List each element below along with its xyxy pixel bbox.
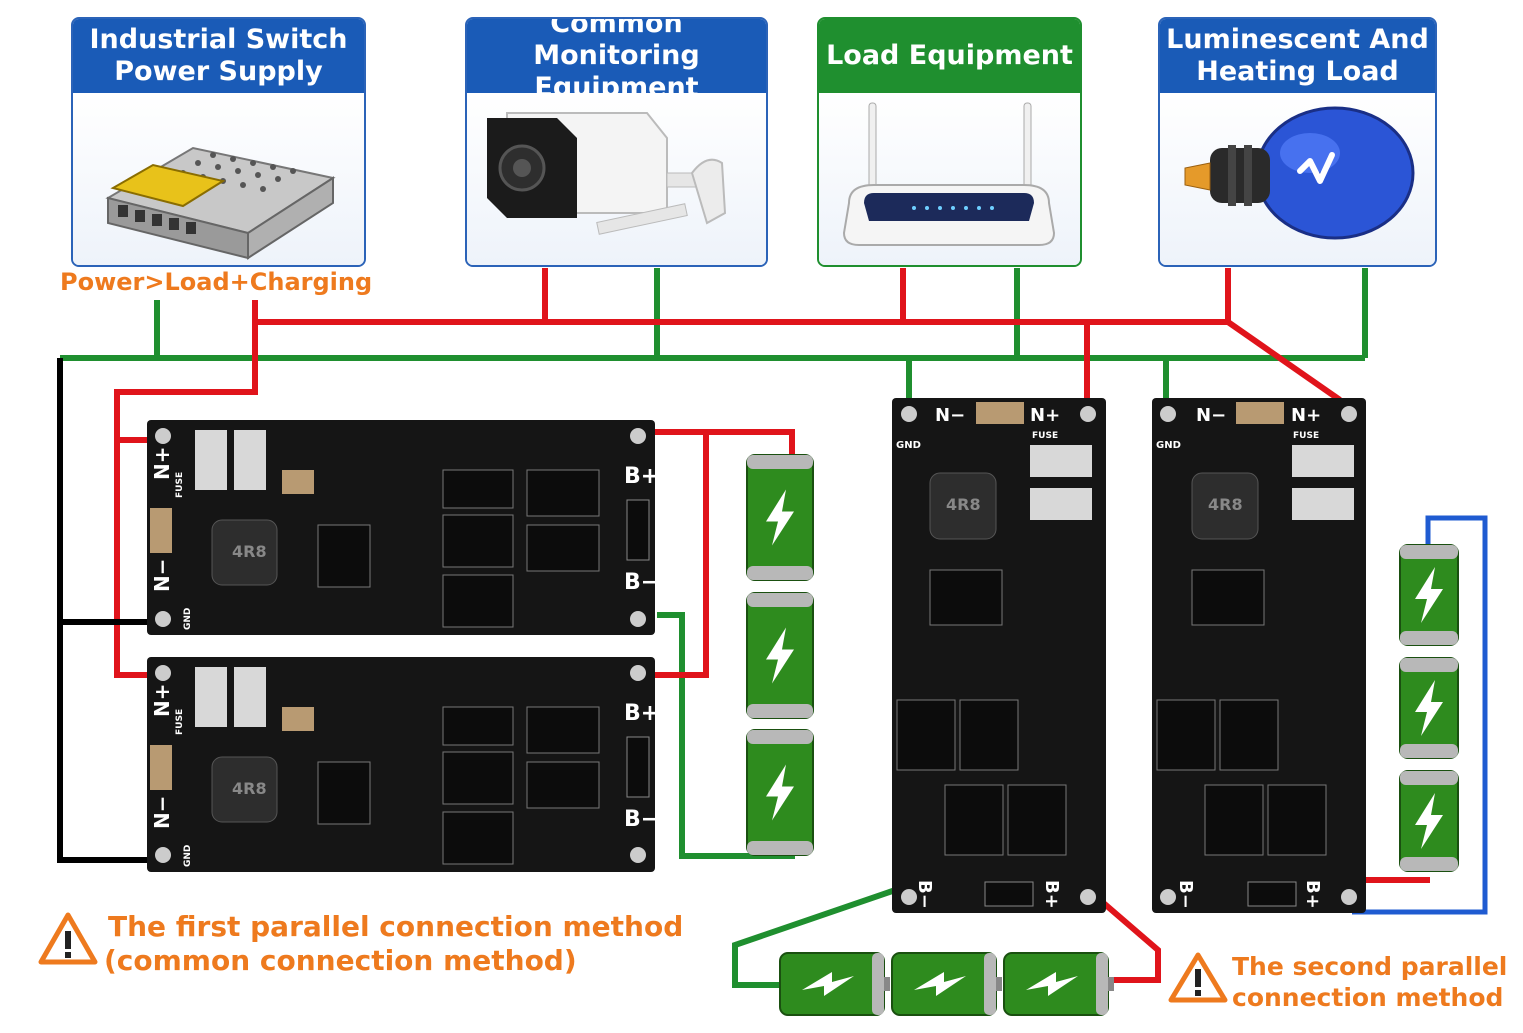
camera-icon xyxy=(487,112,727,235)
warning-icon xyxy=(1168,952,1228,1003)
method1-line2: (common connection method) xyxy=(104,944,577,977)
battery-icon xyxy=(779,952,890,1016)
charger-board-3 xyxy=(892,398,1106,913)
warning-icon xyxy=(38,912,98,965)
pin-n-plus: N+ xyxy=(150,683,174,718)
inductor-label: 4R8 xyxy=(232,542,267,561)
battery-icon xyxy=(746,729,814,856)
pin-gnd: GND xyxy=(183,607,193,630)
pin-b-minus: B− xyxy=(1175,880,1196,909)
pin-fuse: FUSE xyxy=(1032,431,1059,441)
card-power-supply: Industrial Switch Power Supply xyxy=(71,17,366,267)
pin-gnd: GND xyxy=(896,440,921,451)
charger-board-2 xyxy=(147,657,655,872)
power-note: Power>Load+Charging xyxy=(60,268,373,296)
pin-b-minus: B− xyxy=(624,807,660,832)
pin-b-minus: B− xyxy=(624,570,660,595)
charger-board-1 xyxy=(147,420,655,635)
pin-n-minus: N− xyxy=(150,558,174,593)
pin-b-plus: B+ xyxy=(1302,880,1323,909)
battery-icon xyxy=(1399,770,1459,872)
pin-fuse: FUSE xyxy=(175,708,185,735)
pin-b-minus: B− xyxy=(914,880,935,909)
battery-icon xyxy=(1399,657,1459,759)
card-title: Common Monitoring Equipment xyxy=(467,19,766,103)
battery-icon xyxy=(891,952,1002,1016)
pin-gnd: GND xyxy=(1156,440,1181,451)
battery-icon xyxy=(1399,544,1459,646)
pin-n-plus: N+ xyxy=(150,446,174,481)
method1-line1: The first parallel connection method xyxy=(108,910,684,943)
inductor-label: 4R8 xyxy=(946,495,981,514)
pin-fuse: FUSE xyxy=(1293,431,1320,441)
router-icon xyxy=(842,102,1056,246)
bulb-icon xyxy=(1184,106,1415,240)
card-load-equipment: Load Equipment xyxy=(817,17,1082,267)
inductor-label: 4R8 xyxy=(232,779,267,798)
battery-icon xyxy=(746,454,814,581)
inductor-label: 4R8 xyxy=(1208,495,1243,514)
pin-b-plus: B+ xyxy=(624,701,660,726)
negative-wire xyxy=(60,268,1368,988)
pin-n-plus: N+ xyxy=(1291,405,1322,426)
pin-n-plus: N+ xyxy=(1030,405,1061,426)
pin-n-minus: N− xyxy=(1196,405,1227,426)
card-title: Load Equipment xyxy=(819,19,1080,93)
ground-wire xyxy=(57,358,147,863)
card-luminescent: Luminescent And Heating Load xyxy=(1158,17,1437,267)
card-monitoring: Common Monitoring Equipment xyxy=(465,17,768,267)
pin-n-minus: N− xyxy=(150,795,174,830)
charger-board-4 xyxy=(1152,398,1366,913)
card-title: Industrial Switch Power Supply xyxy=(73,19,364,93)
power-supply-icon xyxy=(105,146,336,260)
positive-wire xyxy=(114,268,1430,983)
pin-b-plus: B+ xyxy=(624,464,660,489)
card-title: Luminescent And Heating Load xyxy=(1160,19,1435,93)
battery-icon xyxy=(1003,952,1114,1016)
battery-icon xyxy=(746,592,814,719)
method2-line1: The second parallel xyxy=(1232,952,1508,981)
pin-b-plus: B+ xyxy=(1041,880,1062,909)
pin-fuse: FUSE xyxy=(175,471,185,498)
method2-line2: connection method xyxy=(1232,983,1504,1012)
blue-wire xyxy=(1352,515,1488,915)
pin-n-minus: N− xyxy=(935,405,966,426)
pin-gnd: GND xyxy=(183,844,193,867)
